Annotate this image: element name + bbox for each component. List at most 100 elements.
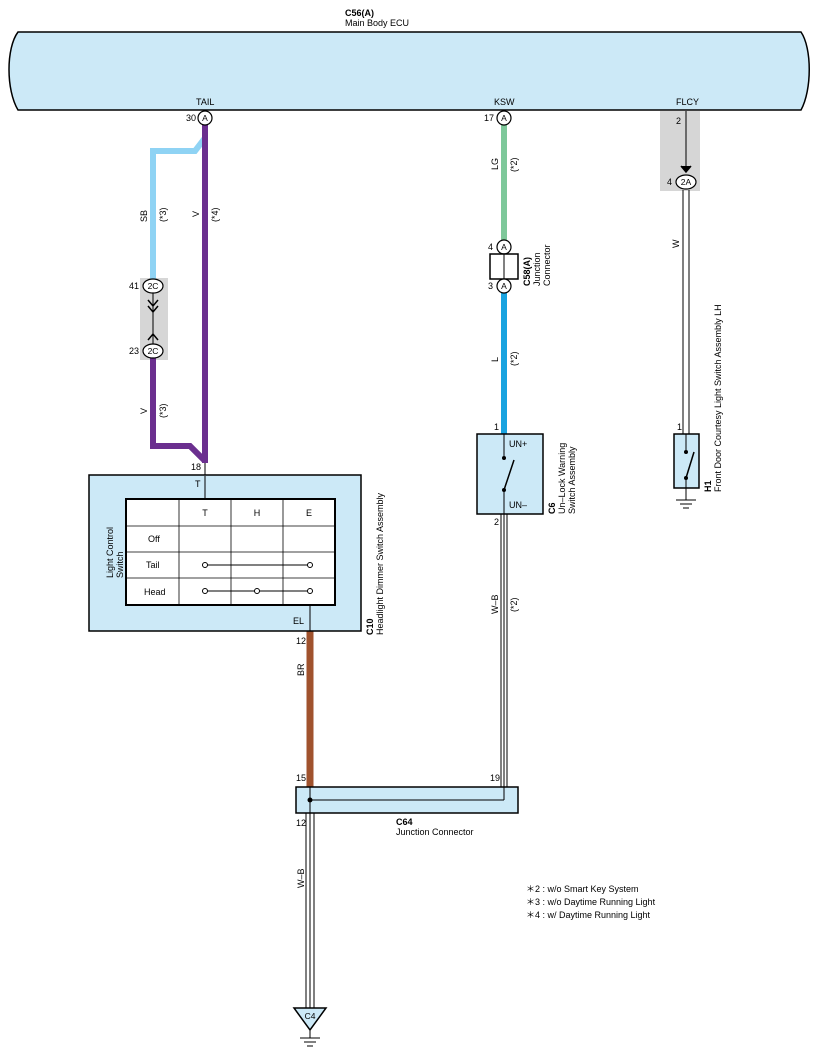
wire-wb-right-note: (*2) bbox=[509, 597, 519, 612]
tail-label: TAIL bbox=[196, 97, 214, 107]
svg-text:C6: C6 bbox=[547, 502, 557, 514]
wire-w bbox=[682, 190, 690, 434]
connector-2c-top-oval: 2C bbox=[142, 278, 164, 294]
h1-ground-icon bbox=[676, 499, 696, 509]
svg-text:W–B: W–B bbox=[296, 868, 306, 888]
connector-2a-arrow bbox=[680, 165, 692, 174]
svg-text:A: A bbox=[501, 242, 507, 252]
svg-text:Headlight Dimmer Switch Assemb: Headlight Dimmer Switch Assembly bbox=[375, 492, 385, 635]
svg-text:W: W bbox=[671, 239, 681, 248]
svg-text:Junction: Junction bbox=[532, 252, 542, 286]
svg-text:Switch Assembly: Switch Assembly bbox=[567, 446, 577, 514]
main-body-ecu: C56(A) Main Body ECU bbox=[8, 8, 810, 111]
c6-pin-bottom: 2 bbox=[494, 517, 499, 527]
svg-text:(*2): (*2) bbox=[509, 351, 519, 366]
c10-row-tail: Tail bbox=[146, 560, 160, 570]
c10-pin-t: 18 bbox=[191, 462, 201, 472]
c6-pin-top: 1 bbox=[494, 422, 499, 432]
c10-row-head: Head bbox=[144, 587, 166, 597]
wire-wb-bottom bbox=[305, 813, 315, 1008]
c10-term-el: EL bbox=[293, 616, 304, 626]
svg-text:(*2): (*2) bbox=[509, 157, 519, 172]
wire-l-label: L bbox=[490, 357, 500, 362]
connector-2c-arrow-top bbox=[147, 299, 159, 314]
c64-pin-left-bottom: 12 bbox=[296, 818, 306, 828]
svg-text:Un–Lock Warning: Un–Lock Warning bbox=[557, 443, 567, 514]
c58-label: C58(A) Junction Connector bbox=[522, 244, 552, 286]
ksw-label: KSW bbox=[494, 97, 515, 107]
c10-term-t: T bbox=[195, 479, 201, 489]
svg-text:V: V bbox=[191, 211, 201, 217]
wire-sb bbox=[150, 125, 208, 282]
svg-text:C58(A): C58(A) bbox=[522, 257, 532, 286]
switch-c6: UN+ UN– bbox=[476, 433, 544, 515]
svg-text:2A: 2A bbox=[681, 177, 692, 187]
svg-text:UN+: UN+ bbox=[509, 439, 527, 449]
wire-br-label: BR bbox=[296, 663, 306, 676]
c64-name: Junction Connector bbox=[396, 827, 474, 837]
wire-wb-right bbox=[500, 514, 508, 787]
switch-c10 bbox=[88, 474, 362, 632]
ground-c4-icon bbox=[292, 1007, 328, 1047]
tail-pin-number: 30 bbox=[186, 113, 196, 123]
c58-pin-bottom: 3 bbox=[488, 281, 493, 291]
c64-pin-left-top: 15 bbox=[296, 773, 306, 783]
svg-text:UN–: UN– bbox=[509, 500, 527, 510]
svg-text:Front Door Courtesy Light Swit: Front Door Courtesy Light Switch Assembl… bbox=[713, 304, 723, 492]
wire-w-label: W bbox=[671, 239, 681, 248]
h1-pin: 1 bbox=[677, 422, 682, 432]
svg-text:Switch: Switch bbox=[115, 551, 125, 578]
c10-label: C10 Headlight Dimmer Switch Assembly bbox=[365, 492, 385, 635]
ground-c4-label: C4 bbox=[305, 1011, 316, 1021]
wire-v-low-note: (*3) bbox=[158, 403, 168, 418]
svg-text:2C: 2C bbox=[148, 281, 159, 291]
switch-h1 bbox=[673, 433, 700, 500]
svg-text:2C: 2C bbox=[148, 346, 159, 356]
h1-label: H1 Front Door Courtesy Light Switch Asse… bbox=[703, 304, 723, 492]
connector-2a-pin: 4 bbox=[667, 177, 672, 187]
wire-lg-note: (*2) bbox=[509, 157, 519, 172]
svg-text:SB: SB bbox=[139, 210, 149, 222]
svg-text:C10: C10 bbox=[365, 618, 375, 635]
ksw-pin-oval: A bbox=[496, 110, 512, 126]
flcy-label: FLCY bbox=[676, 97, 699, 107]
junction-c58: A A bbox=[489, 239, 519, 294]
wire-wb-bottom-label: W–B bbox=[296, 868, 306, 888]
svg-text:(*3): (*3) bbox=[158, 403, 168, 418]
c6-label: C6 Un–Lock Warning Switch Assembly bbox=[547, 443, 577, 514]
c10-col-e: E bbox=[306, 508, 312, 518]
svg-text:BR: BR bbox=[296, 663, 306, 676]
c10-col-h: H bbox=[254, 508, 261, 518]
svg-text:(*3): (*3) bbox=[158, 207, 168, 222]
c58-pin-top: 4 bbox=[488, 242, 493, 252]
wire-v-top-note: (*4) bbox=[210, 207, 220, 222]
note-3: ＊3 : w/o Daytime Running Light bbox=[526, 897, 656, 907]
wire-v-top-label: V bbox=[191, 211, 201, 217]
connector-2c-pin-bottom: 23 bbox=[129, 346, 139, 356]
connector-2a-oval: 2A bbox=[675, 174, 697, 190]
wire-sb-note: (*3) bbox=[158, 207, 168, 222]
svg-text:V: V bbox=[139, 408, 149, 414]
c10-pin-el: 12 bbox=[296, 636, 306, 646]
connector-2c-pin-top: 41 bbox=[129, 281, 139, 291]
wire-sb-label: SB bbox=[139, 210, 149, 222]
svg-text:Light Control: Light Control bbox=[105, 527, 115, 578]
flcy-pin-number: 2 bbox=[676, 116, 681, 126]
connector-2c-bottom-oval: 2C bbox=[142, 343, 164, 359]
svg-text:Connector: Connector bbox=[542, 244, 552, 286]
c64-pin-right-top: 19 bbox=[490, 773, 500, 783]
svg-text:A: A bbox=[501, 113, 507, 123]
wire-wb-right-label: W–B bbox=[490, 594, 500, 614]
ecu-name: Main Body ECU bbox=[345, 18, 409, 28]
c10-side-label: Light Control Switch bbox=[105, 527, 125, 578]
note-2: ＊2 : w/o Smart Key System bbox=[526, 884, 639, 894]
wire-lg-label: LG bbox=[490, 158, 500, 170]
svg-text:H1: H1 bbox=[703, 480, 713, 492]
svg-text:W–B: W–B bbox=[490, 594, 500, 614]
connector-2c-arrow-bottom bbox=[147, 332, 159, 341]
wire-v-low-label: V bbox=[139, 408, 149, 414]
svg-text:A: A bbox=[202, 113, 208, 123]
tail-pin-oval: A bbox=[197, 110, 213, 126]
wire-l-note: (*2) bbox=[509, 351, 519, 366]
